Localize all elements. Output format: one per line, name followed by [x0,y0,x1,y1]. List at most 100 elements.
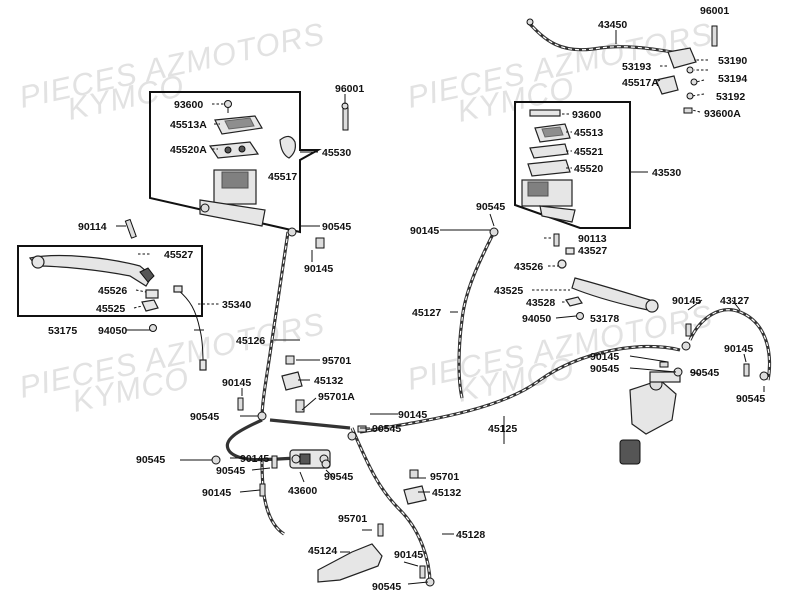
part-label[interactable]: 45132 [314,375,343,387]
part-label[interactable]: 90145 [394,549,423,561]
lever-pin-45526 [145,289,159,299]
part-label[interactable]: 45526 [98,285,127,297]
plate-45521 [529,143,569,159]
part-label[interactable]: 94050 [98,325,127,337]
part-label[interactable]: 90145 [590,351,619,363]
part-label[interactable]: 45513A [170,119,207,131]
part-label[interactable]: 90145 [240,453,269,465]
part-label[interactable]: 90545 [736,393,765,405]
bolt-90113 [553,233,560,247]
nut-94050-left [149,324,157,332]
banjo-bolts [211,227,769,587]
part-label[interactable]: 90145 [410,225,439,237]
pin-43527 [565,247,575,255]
left-master-cylinder-box [149,91,322,234]
part-label[interactable]: 90545 [372,581,401,593]
brake-lever-right [571,277,659,313]
part-label[interactable]: 43527 [578,245,607,257]
part-label[interactable]: 90145 [672,295,701,307]
part-label[interactable]: 90545 [216,465,245,477]
clamp-45132-upper [281,371,303,391]
part-label[interactable]: 90545 [690,367,719,379]
reservoir-cap-45513 [534,123,571,143]
leader-line [691,93,705,97]
part-label[interactable]: 96001 [700,5,729,17]
part-label[interactable]: 43450 [598,19,627,31]
part-label[interactable]: 93600 [174,99,203,111]
bolt-96001-right [711,25,718,47]
part-label[interactable]: 53194 [718,73,747,85]
bolt-96001-left [341,102,349,131]
part-label[interactable]: 90145 [202,487,231,499]
part-label[interactable]: 93600 [572,109,601,121]
part-label[interactable]: 90545 [136,454,165,466]
part-label[interactable]: 45124 [308,545,337,557]
diaphragm-45520 [527,159,571,177]
part-label[interactable]: 90114 [78,221,107,233]
left-lever-box [17,245,203,317]
leader-line [655,79,661,83]
part-label[interactable]: 53192 [716,91,745,103]
part-labels: 43450 96001 53193 53190 53194 45517A 531… [48,5,765,593]
part-label[interactable]: 53193 [622,61,651,73]
part-label[interactable]: 45521 [574,146,603,158]
clamp-45132-lower [403,485,427,505]
part-label[interactable]: 90145 [304,263,333,275]
part-label[interactable]: 53175 [48,325,77,337]
part-label[interactable]: 90145 [398,409,427,421]
part-label[interactable]: 45126 [236,335,265,347]
part-label[interactable]: 45513 [574,127,603,139]
leader-line [691,109,701,113]
bolt-90114 [124,218,137,239]
bracket-53190 [667,47,697,69]
hose-junction-top [269,418,351,430]
part-label[interactable]: 45520 [574,163,603,175]
part-label[interactable]: 43127 [720,295,749,307]
part-label[interactable]: 43525 [494,285,523,297]
bushing-43528 [565,296,583,307]
master-cylinder-body-right [521,179,576,223]
lever-bushing-45525 [141,299,159,312]
part-label[interactable]: 45520A [170,144,207,156]
part-label[interactable]: 90545 [476,201,505,213]
hose-45125 [359,344,681,434]
part-label[interactable]: 45525 [96,303,125,315]
part-label[interactable]: 45517A [622,77,659,89]
part-label[interactable]: 45127 [412,307,441,319]
part-label[interactable]: 90545 [190,411,219,423]
part-label[interactable]: 43526 [514,261,543,273]
part-label[interactable]: 43530 [652,167,681,179]
part-label[interactable]: 53190 [718,55,747,67]
part-label[interactable]: 43600 [288,485,317,497]
part-label[interactable]: 35340 [222,299,251,311]
part-label[interactable]: 90145 [222,377,251,389]
leader-line [135,289,147,293]
part-label[interactable]: 90545 [322,221,351,233]
part-label[interactable]: 95701A [318,391,355,403]
part-label[interactable]: 45530 [322,147,351,159]
part-label[interactable]: 45125 [488,423,517,435]
part-label[interactable]: 90545 [372,423,401,435]
part-label[interactable]: 94050 [522,313,551,325]
part-label[interactable]: 45132 [432,487,461,499]
part-label[interactable]: 45517 [268,171,297,183]
part-label[interactable]: 43528 [526,297,555,309]
part-label[interactable]: 45128 [456,529,485,541]
part-label[interactable]: 90145 [724,343,753,355]
screw-93600-right [529,109,561,117]
part-label[interactable]: 95701 [322,355,351,367]
part-label[interactable]: 90545 [590,363,619,375]
part-label[interactable]: 90113 [578,233,607,245]
reservoir-cap-45513A [214,115,263,135]
part-label[interactable]: 45527 [164,249,193,261]
part-label[interactable]: 95701 [338,513,367,525]
switch-45517 [279,135,296,159]
part-label[interactable]: 90545 [324,471,353,483]
part-label[interactable]: 53178 [590,313,619,325]
part-label[interactable]: 96001 [335,83,364,95]
part-label[interactable]: 93600A [704,108,741,120]
part-label[interactable]: 95701 [430,471,459,483]
bracket-45124 [317,543,383,583]
